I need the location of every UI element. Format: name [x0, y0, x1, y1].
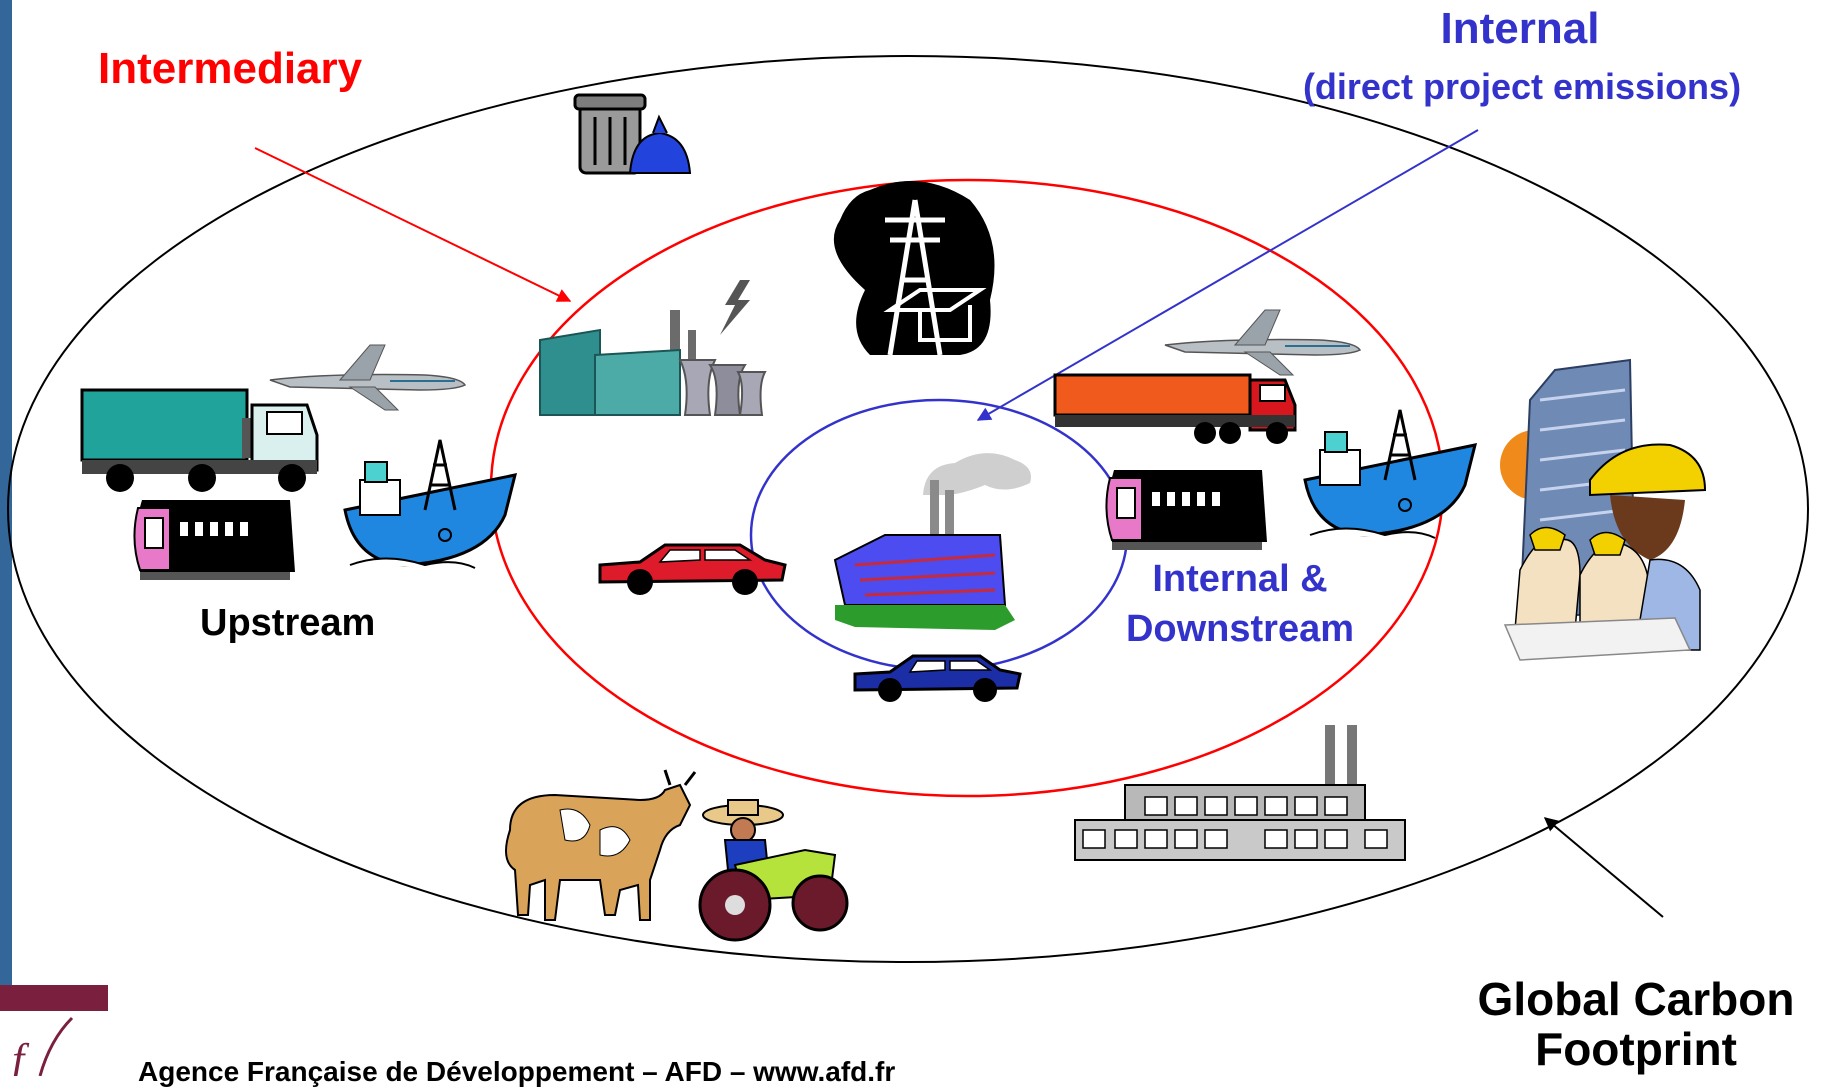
tractor-farmer-icon [698, 799, 849, 942]
train-car-icon [133, 500, 295, 580]
cargo-ship-icon [1303, 409, 1478, 539]
intermediary-label: Intermediary [98, 44, 363, 93]
footer-text: Agence Française de Développement – AFD … [138, 1056, 896, 1087]
footer-accent-bar [0, 985, 108, 1011]
industrial-plant-icon [1074, 725, 1406, 861]
red-car-icon [598, 543, 787, 595]
factory-icon [833, 453, 1031, 630]
construction-workers-icon [1500, 358, 1707, 661]
cargo-ship-icon [343, 439, 518, 569]
global-footprint-label-line1: Global Carbon [1477, 973, 1795, 1025]
train-car-icon [1105, 470, 1267, 550]
trash-bin-icon [573, 93, 692, 175]
upstream-label: Upstream [200, 602, 376, 644]
intermediary-arrow [254, 147, 572, 302]
global-footprint-label-line2: Footprint [1535, 1023, 1737, 1075]
cow-icon [505, 769, 697, 921]
svg-text:f: f [12, 1035, 30, 1076]
internal-arrow [976, 129, 1479, 421]
global-arrow [1543, 817, 1664, 918]
power-plant-icon [539, 280, 767, 416]
global-boundary-ellipse [7, 55, 1809, 963]
power-pylon-icon [833, 181, 995, 356]
blue-car-icon [853, 654, 1022, 702]
truck-icon [80, 388, 319, 492]
afd-logo-icon: f [12, 1016, 74, 1076]
internal-downstream-label-line1: Internal & [1152, 558, 1328, 600]
internal-downstream-label-line2: Downstream [1125, 608, 1355, 650]
left-accent-bar [0, 0, 12, 985]
internal-label: Internal [1440, 4, 1600, 53]
airplane-icon [1164, 309, 1362, 376]
truck-icon [1053, 373, 1297, 444]
airplane-icon [269, 344, 467, 411]
internal-subtitle-label: (direct project emissions) [1302, 66, 1742, 107]
